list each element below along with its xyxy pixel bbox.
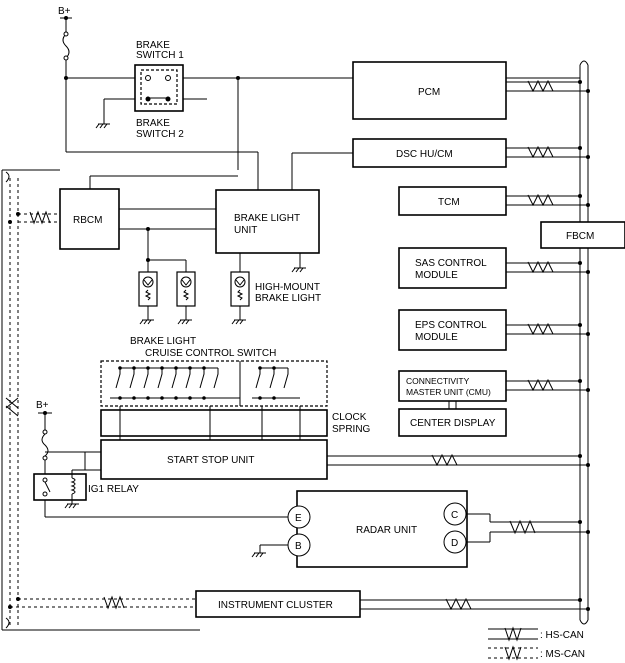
legend: : HS-CAN : MS-CAN — [488, 626, 585, 661]
legend-ms-can: : MS-CAN — [488, 645, 585, 661]
radar-can-link — [466, 513, 590, 543]
fbcm-label: FBCM — [566, 231, 594, 242]
cmu-label-line1: CONNECTIVITY — [406, 376, 470, 386]
high-mount-label-line2: BRAKE LIGHT — [255, 293, 321, 304]
tcm-box: TCM — [398, 186, 590, 216]
high-mount-brake-light: HIGH-MOUNT BRAKE LIGHT — [230, 271, 321, 325]
legend-ms-can-label: : MS-CAN — [540, 649, 585, 660]
ms-can-bus — [1, 169, 200, 631]
brake-switch-1-label-line2: SWITCH 1 — [136, 50, 184, 61]
ig1-relay: IG1 RELAY — [33, 469, 289, 518]
clock-spring-label-line2: SPRING — [332, 424, 371, 435]
connector-d: D — [443, 530, 467, 554]
sas-label-line1: SAS CONTROL — [415, 258, 487, 269]
b-plus-left-label: B+ — [36, 400, 49, 411]
ig1-relay-label: IG1 RELAY — [88, 484, 139, 495]
legend-hs-can: : HS-CAN — [488, 626, 584, 642]
b-plus-left-feed: B+ — [36, 400, 86, 474]
b-plus-top-feed: B+ — [58, 6, 259, 190]
high-mount-label-line1: HIGH-MOUNT — [255, 282, 320, 293]
dsc-label: DSC HU/CM — [396, 149, 453, 160]
connector-d-label: D — [451, 538, 458, 549]
eps-label-line2: MODULE — [415, 332, 458, 343]
pcm-box: PCM — [352, 61, 590, 120]
dsc-box: DSC HU/CM — [291, 138, 590, 190]
sas-label-line2: MODULE — [415, 270, 458, 281]
start-stop-unit-box: START STOP UNIT — [85, 439, 590, 480]
connector-e: E — [287, 505, 311, 529]
brake-switch-1-label-line1: BRAKE — [136, 40, 170, 51]
brake-light-unit-label-line2: UNIT — [234, 225, 257, 236]
center-display-label: CENTER DISPLAY — [410, 418, 496, 429]
cruise-control-switch: CRUISE CONTROL SWITCH — [100, 348, 328, 410]
fbcm-box: FBCM — [540, 221, 625, 249]
brake-light-unit-box: BRAKE LIGHT UNIT — [215, 189, 320, 273]
connector-e-label: E — [295, 513, 302, 524]
brake-switch-2-label-line1: BRAKE — [136, 118, 170, 129]
cmu-label-line2: MASTER UNIT (CMU) — [406, 387, 491, 397]
eps-label-line1: EPS CONTROL — [415, 320, 487, 331]
pcm-label: PCM — [418, 87, 440, 98]
cmu-box: CONNECTIVITY MASTER UNIT (CMU) — [398, 370, 590, 409]
connector-c-label: C — [451, 510, 458, 521]
instrument-cluster-box: INSTRUMENT CLUSTER — [8, 590, 590, 618]
brake-light-label: BRAKE LIGHT — [130, 336, 196, 347]
hs-can-bus — [579, 60, 589, 625]
radar-unit-box: RADAR UNIT — [296, 490, 468, 568]
legend-hs-can-label: : HS-CAN — [540, 630, 584, 641]
tcm-label: TCM — [438, 197, 460, 208]
clock-spring: CLOCK SPRING — [100, 409, 371, 440]
start-stop-unit-label: START STOP UNIT — [167, 455, 254, 466]
brake-switch: BRAKE SWITCH 1 BRAKE SWITCH 2 — [95, 40, 580, 170]
brake-light-bulbs: BRAKE LIGHT — [130, 227, 196, 347]
center-display-box: CENTER DISPLAY — [398, 408, 507, 437]
connector-c: C — [443, 502, 467, 526]
clock-spring-label-line1: CLOCK — [332, 412, 367, 423]
sas-box: SAS CONTROL MODULE — [398, 247, 590, 289]
brake-light-unit-label-line1: BRAKE LIGHT — [234, 213, 300, 224]
instrument-cluster-label: INSTRUMENT CLUSTER — [218, 600, 333, 611]
connector-b-label: B — [295, 541, 302, 552]
brake-switch-2-label-line2: SWITCH 2 — [136, 129, 184, 140]
radar-unit-label: RADAR UNIT — [356, 525, 417, 536]
connector-b: B — [251, 533, 311, 558]
b-plus-top-label: B+ — [58, 6, 71, 17]
eps-box: EPS CONTROL MODULE — [398, 309, 590, 351]
cruise-control-switch-label: CRUISE CONTROL SWITCH — [145, 348, 276, 359]
rbcm-box: RBCM — [8, 175, 238, 250]
rbcm-label: RBCM — [73, 215, 102, 226]
